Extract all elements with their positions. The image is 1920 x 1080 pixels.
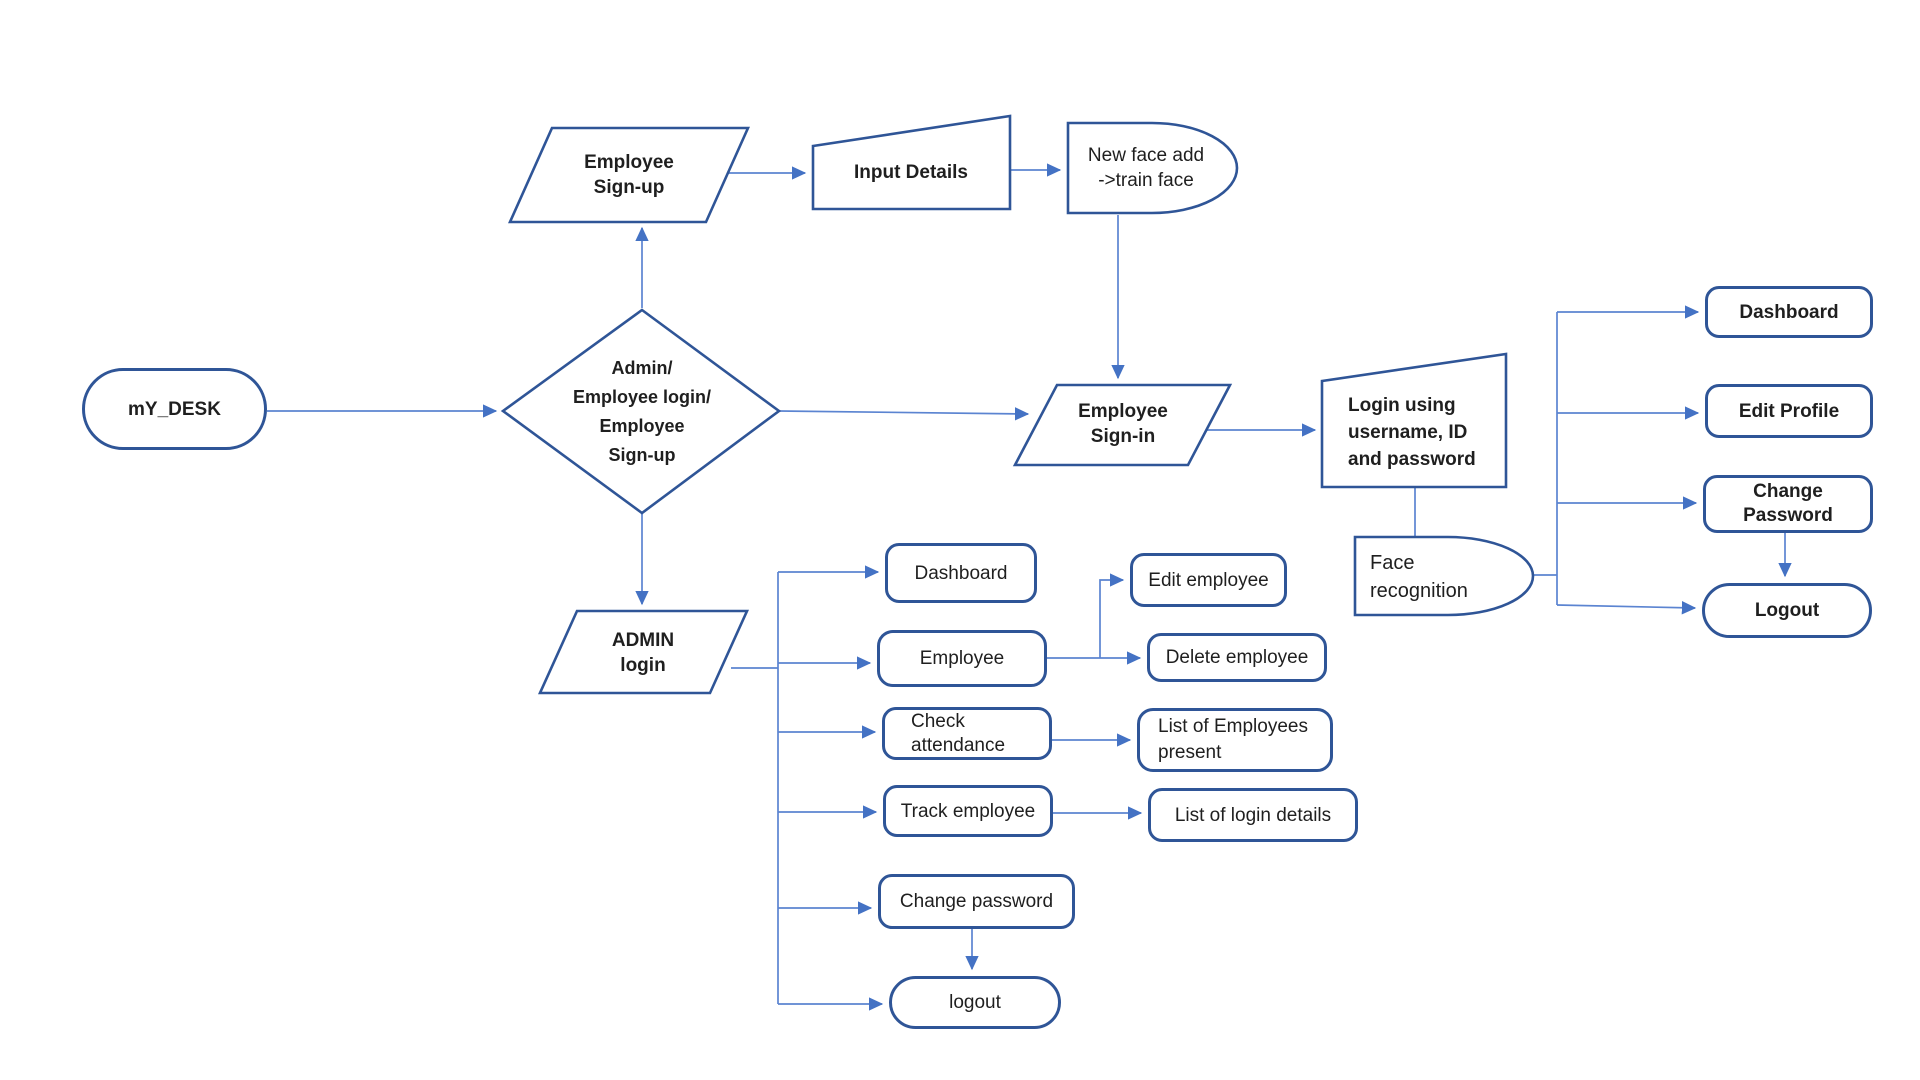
node-change-password: Change Password — [1703, 475, 1873, 533]
node-employee-signin-label: Employee Sign-in — [1078, 401, 1168, 447]
employee-signup-parallelogram-shape — [507, 126, 751, 224]
node-my-desk: mY_DESK — [82, 368, 267, 450]
node-employee-signup-label: Employee Sign-up — [584, 152, 674, 198]
decision-diamond-shape — [500, 308, 782, 515]
node-edit-profile: Edit Profile — [1705, 384, 1873, 438]
login-credentials-trapezoid-shape — [1320, 352, 1508, 489]
node-list-login-details: List of login details — [1148, 788, 1358, 842]
node-admin-employee: Employee — [877, 630, 1047, 687]
node-admin-change-password: Change password — [878, 874, 1075, 929]
edge-decision-signin — [778, 407, 1030, 421]
node-track-employee: Track employee — [883, 785, 1053, 837]
node-input-details-label: Input Details — [853, 161, 968, 183]
face-recognition-delay-shape — [1353, 535, 1535, 617]
node-employee-logout: Logout — [1702, 583, 1872, 638]
node-delete-employee: Delete employee — [1147, 633, 1327, 682]
node-decision-label: Admin/ Employee login/ Employee Sign-up — [572, 358, 712, 465]
node-new-face-label: New face add ->train face — [1087, 145, 1205, 191]
input-details-trapezoid-shape — [811, 114, 1012, 211]
edge-spine-logout — [1556, 600, 1697, 615]
node-face-recognition-label: Face recognition — [1370, 552, 1468, 602]
node-admin-login-label: ADMIN login — [611, 630, 675, 676]
node-edit-employee: Edit employee — [1130, 553, 1287, 607]
node-employee-dashboard: Dashboard — [1705, 286, 1873, 338]
node-list-employees-present: List of Employees present — [1137, 708, 1333, 772]
new-face-delay-shape — [1066, 121, 1239, 215]
admin-login-parallelogram-shape — [537, 609, 750, 695]
node-admin-logout: logout — [889, 976, 1061, 1029]
edge-employee-editemployee — [1099, 573, 1125, 658]
employee-signin-parallelogram-shape — [1012, 383, 1233, 467]
node-admin-dashboard: Dashboard — [885, 543, 1037, 603]
node-check-attendance: Check attendance — [882, 707, 1052, 760]
node-login-credentials-label: Login using username, ID and password — [1348, 395, 1476, 470]
